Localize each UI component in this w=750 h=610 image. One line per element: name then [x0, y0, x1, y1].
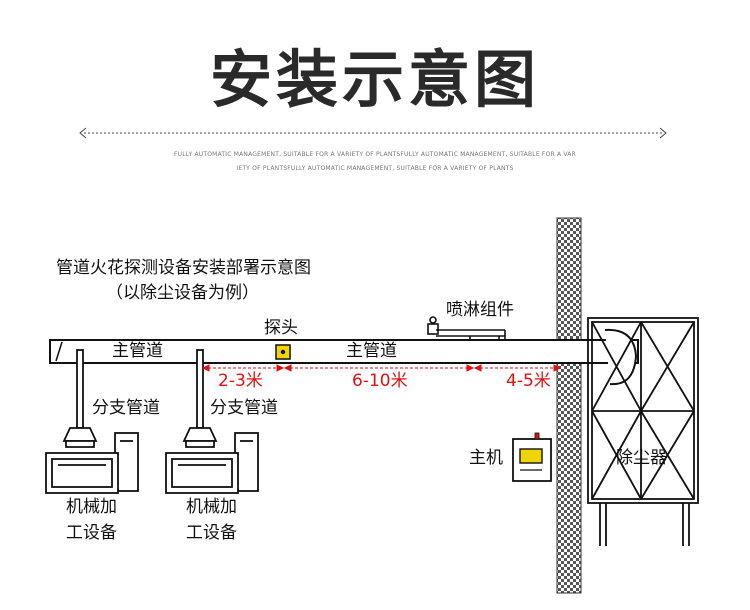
machine-label-right-2: 工设备	[186, 523, 237, 543]
branch-pipe-label-left: 分支管道	[92, 398, 160, 418]
machine-right	[165, 432, 259, 494]
dust-collector	[587, 317, 699, 546]
wall	[556, 217, 582, 594]
sprinkler-label: 喷淋组件	[446, 300, 514, 320]
subtitle-line-1: FULLY AUTOMATIC MANAGEMENT, SUITABLE FOR…	[174, 151, 576, 158]
branch-pipe-right	[182, 349, 218, 448]
host-controller	[512, 432, 552, 482]
probe-icon	[275, 344, 291, 360]
machine-label-right-1: 机械加	[186, 497, 237, 517]
distance-label-1: 2-3米	[218, 371, 263, 391]
page-title: 安装示意图	[209, 43, 540, 116]
branch-pipe-left	[62, 349, 98, 448]
machine-label-left-2: 工设备	[66, 523, 117, 543]
distance-label-3: 4-5米	[506, 371, 551, 391]
distance-label-2: 6-10米	[352, 371, 408, 391]
sprinkler-assembly	[427, 316, 506, 340]
host-label: 主机	[469, 448, 503, 468]
title-divider	[79, 127, 667, 139]
machine-label-left-1: 机械加	[66, 497, 117, 517]
diagram-heading: 管道火花探测设备安装部署示意图	[56, 258, 311, 278]
distance-markers	[201, 364, 562, 372]
dust-collector-label: 除尘器	[616, 448, 667, 468]
main-pipe-label-right: 主管道	[346, 341, 397, 361]
main-pipe-label-left: 主管道	[112, 341, 163, 361]
diagram-heading-note: （以除尘设备为例）	[106, 283, 259, 303]
branch-pipe-label-right: 分支管道	[210, 398, 278, 418]
machine-left	[45, 432, 139, 494]
subtitle-line-2: IETY OF PLANTSFULLY AUTOMATIC MANAGEMENT…	[236, 165, 514, 172]
probe-label: 探头	[264, 318, 298, 338]
